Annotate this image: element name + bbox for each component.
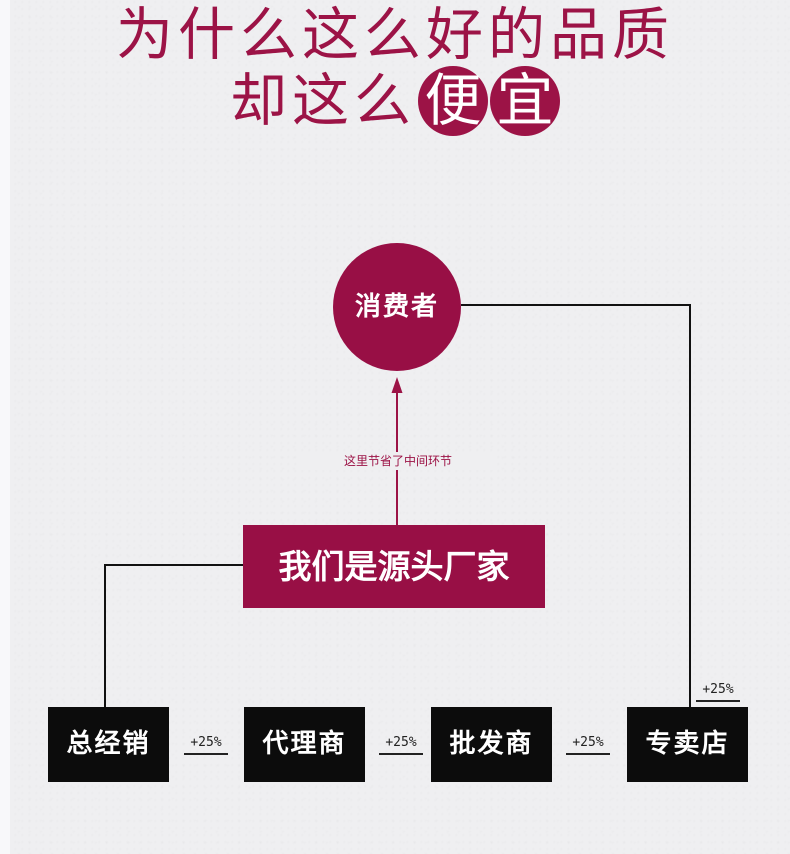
markup-label: +25% xyxy=(379,734,423,755)
chain-node-distributor: 总经销 xyxy=(48,707,169,782)
headline-prefix: 却这么 xyxy=(230,68,416,134)
markup-label: +25% xyxy=(566,734,610,755)
page-edge xyxy=(0,0,10,854)
consumer-node: 消费者 xyxy=(333,243,461,371)
store-to-consumer-line xyxy=(461,304,691,707)
headline-line-1: 为什么这么好的品质 xyxy=(116,2,674,68)
highlight-circle-2: 宜 xyxy=(490,66,560,136)
chain-node-wholesaler: 批发商 xyxy=(431,707,552,782)
headline-line-2: 却这么便宜 xyxy=(0,66,790,136)
chain-node-agent: 代理商 xyxy=(244,707,365,782)
chain-node-store: 专卖店 xyxy=(627,707,748,782)
consumer-arrowhead xyxy=(391,377,403,393)
saved-middleman-note: 这里节省了中间环节 xyxy=(300,452,496,470)
markup-label: +25% xyxy=(184,734,228,755)
highlight-circle-1: 便 xyxy=(418,66,488,136)
markup-label: +25% xyxy=(696,681,740,702)
factory-to-distributor-line xyxy=(104,564,243,707)
factory-node: 我们是源头厂家 xyxy=(243,525,545,608)
